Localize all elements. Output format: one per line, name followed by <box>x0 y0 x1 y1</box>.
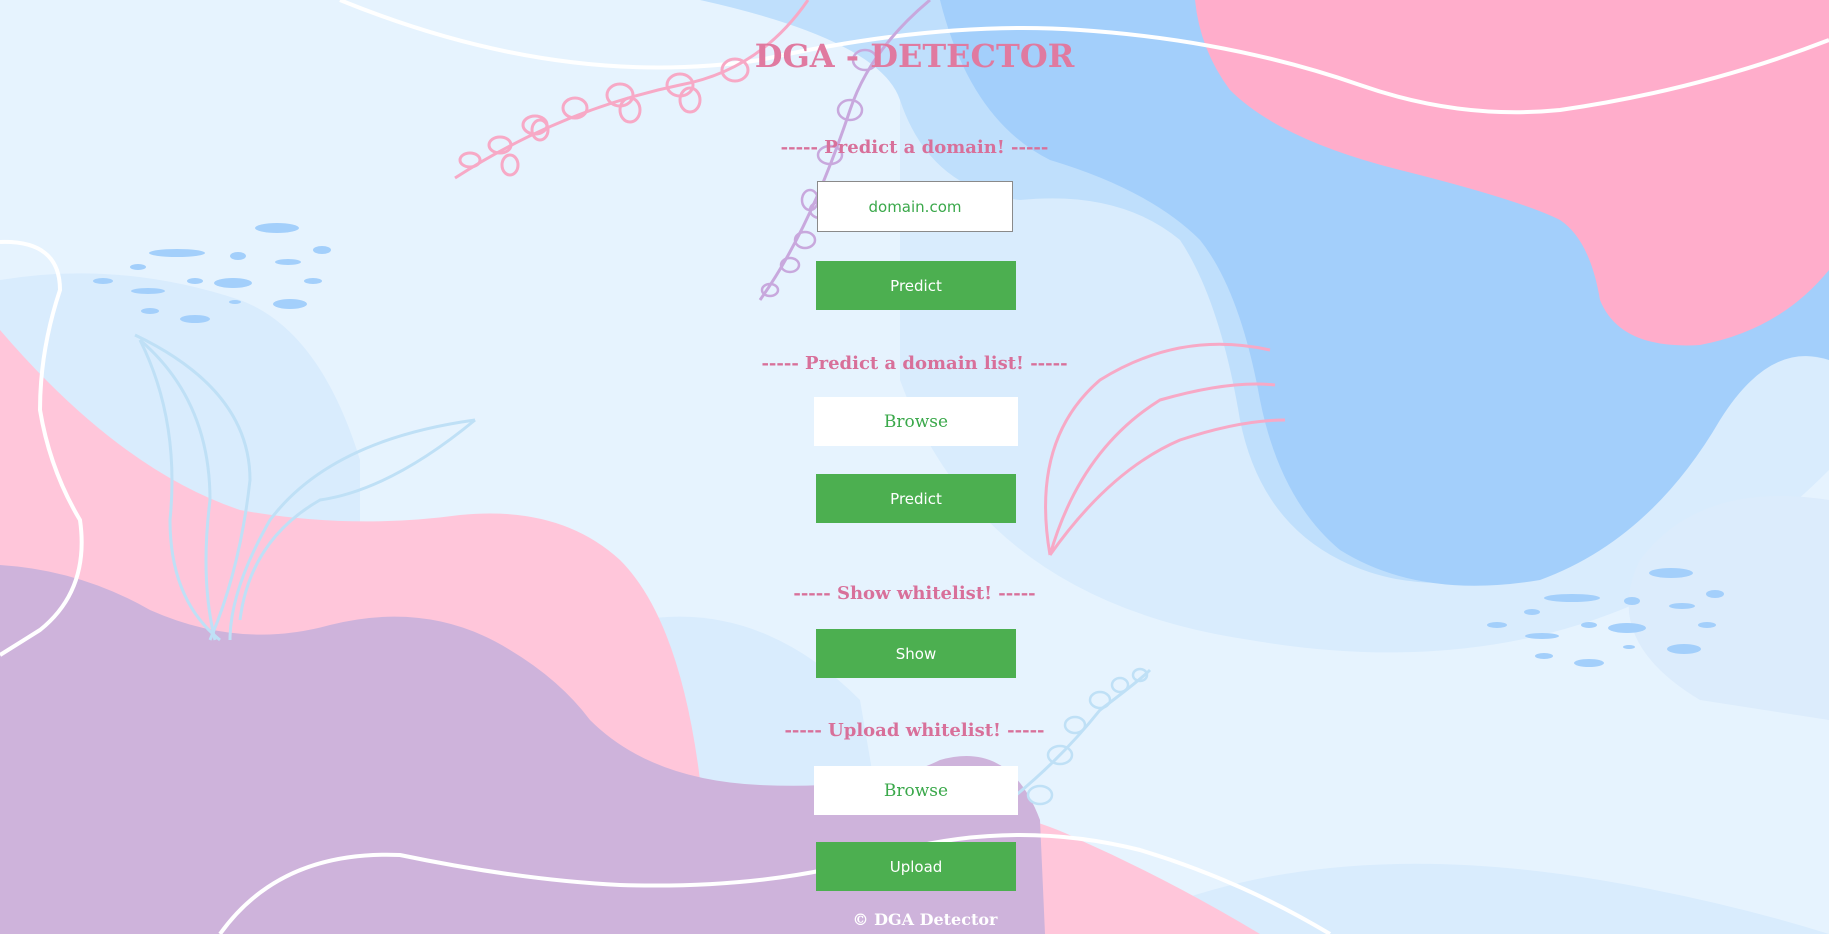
upload-whitelist-browse-button[interactable]: Browse <box>814 766 1018 815</box>
domain-input[interactable] <box>817 181 1013 232</box>
upload-whitelist-button[interactable]: Upload <box>816 842 1016 891</box>
predict-list-browse-button[interactable]: Browse <box>814 397 1018 446</box>
predict-domain-button[interactable]: Predict <box>816 261 1016 310</box>
predict-list-button[interactable]: Predict <box>816 474 1016 523</box>
page-title: DGA - DETECTOR <box>754 37 1075 75</box>
show-whitelist-heading: ----- Show whitelist! ----- <box>793 583 1036 604</box>
predict-list-heading: ----- Predict a domain list! ----- <box>761 353 1068 374</box>
show-whitelist-button[interactable]: Show <box>816 629 1016 678</box>
footer-copyright: © DGA Detector <box>852 910 998 929</box>
upload-whitelist-heading: ----- Upload whitelist! ----- <box>784 720 1045 741</box>
predict-domain-heading: ----- Predict a domain! ----- <box>780 137 1049 158</box>
